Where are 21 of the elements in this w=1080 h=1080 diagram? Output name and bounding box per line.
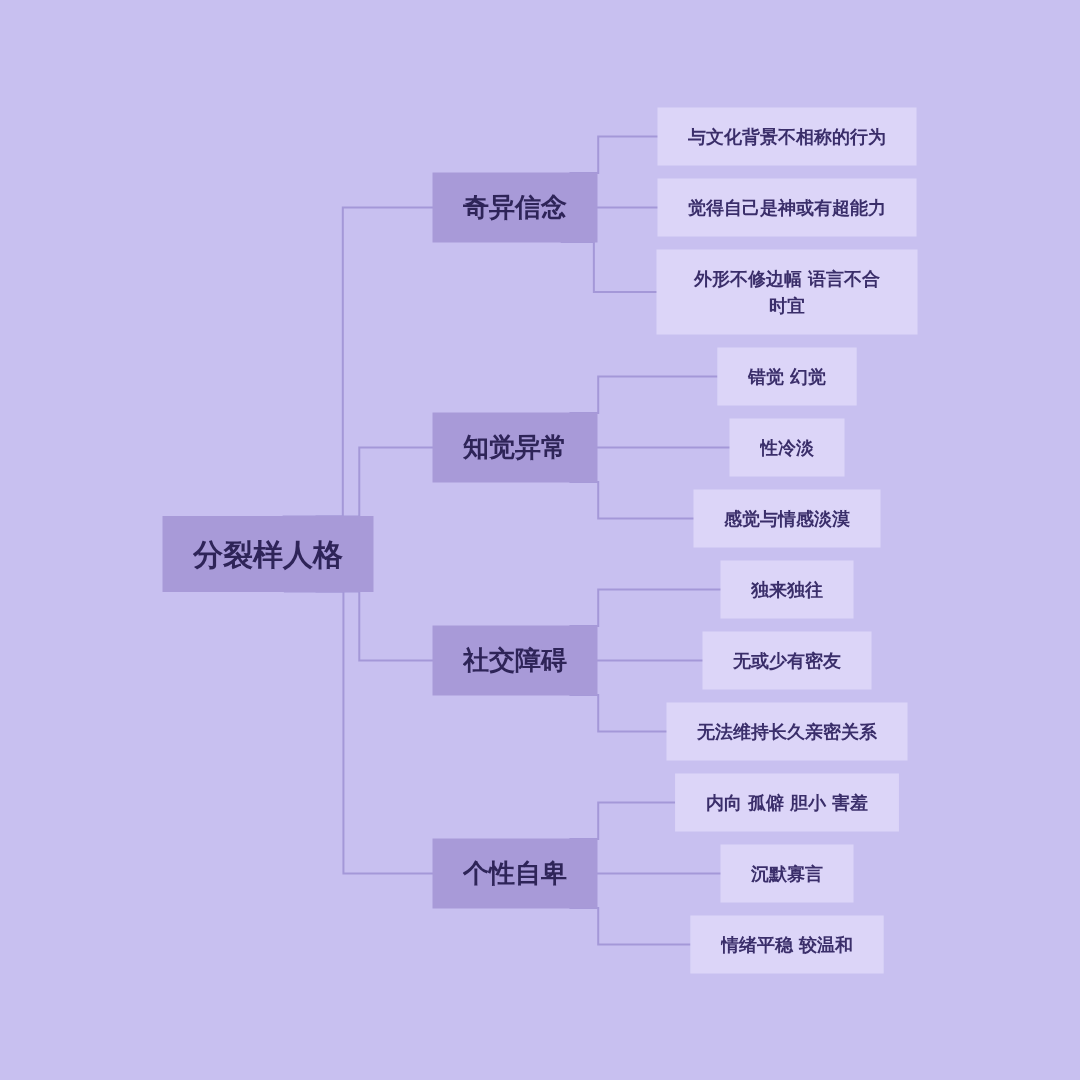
node-box: 个性自卑 bbox=[432, 838, 598, 908]
connector bbox=[596, 206, 659, 208]
node-box: 分裂样人格 bbox=[162, 515, 374, 592]
node-box: 独来独往 bbox=[720, 560, 854, 618]
node-box: 无或少有密友 bbox=[702, 631, 872, 689]
connector bbox=[596, 872, 722, 874]
node-box: 外形不修边幅 语言不合时宜 bbox=[656, 249, 918, 334]
node-box: 沉默寡言 bbox=[720, 844, 854, 902]
connector bbox=[596, 659, 704, 661]
node-box: 无法维持长久亲密关系 bbox=[666, 702, 908, 760]
node-box: 社交障碍 bbox=[432, 625, 598, 695]
connector bbox=[596, 446, 731, 448]
node-box: 知觉异常 bbox=[432, 412, 598, 482]
node-box: 觉得自己是神或有超能力 bbox=[657, 178, 917, 236]
node-box: 内向 孤僻 胆小 害羞 bbox=[675, 773, 899, 831]
node-box: 奇异信念 bbox=[432, 172, 598, 242]
node-box: 错觉 幻觉 bbox=[717, 347, 857, 405]
node-box: 性冷淡 bbox=[729, 418, 845, 476]
node-box: 与文化背景不相称的行为 bbox=[657, 107, 917, 165]
node-box: 情绪平稳 较温和 bbox=[690, 915, 884, 973]
node-box: 感觉与情感淡漠 bbox=[693, 489, 881, 547]
